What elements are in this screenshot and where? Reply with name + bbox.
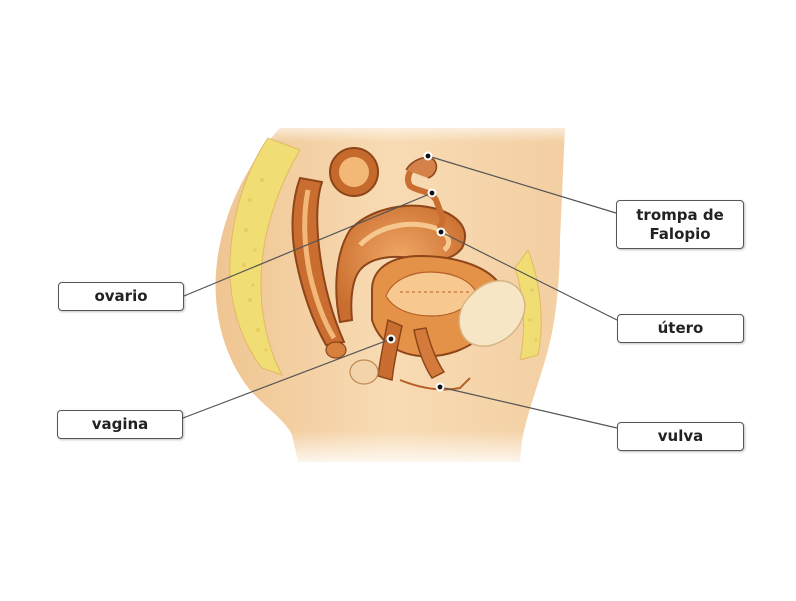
leader-vulva [439, 386, 618, 429]
label-utero[interactable]: útero [617, 314, 744, 343]
leader-vagina [182, 338, 392, 419]
vagina-canal [325, 318, 471, 391]
colon [291, 147, 379, 347]
bladder [371, 254, 526, 358]
leader-lines [182, 155, 618, 429]
label-vulva[interactable]: vulva [617, 422, 744, 451]
leader-utero [440, 231, 618, 321]
label-trompa-de-falopio[interactable]: trompa de Falopio [616, 200, 744, 249]
marker-dots [386, 151, 446, 392]
leader-ovario [183, 192, 433, 297]
label-ovario[interactable]: ovario [58, 282, 184, 311]
leader-trompa [427, 155, 617, 214]
label-vagina[interactable]: vagina [57, 410, 183, 439]
